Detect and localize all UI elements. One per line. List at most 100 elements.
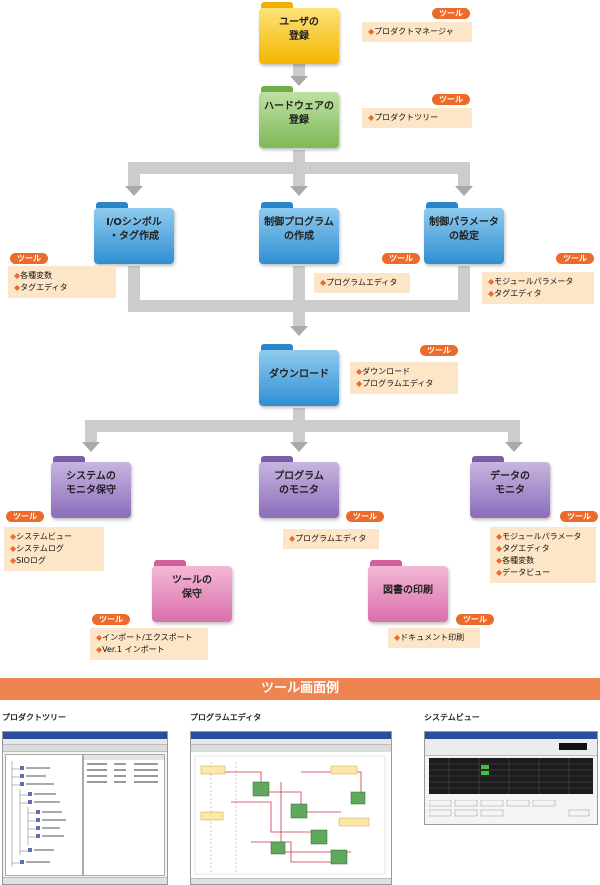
folder-document-print: 図書の印刷 xyxy=(368,560,448,622)
arrow-down-icon xyxy=(82,442,100,452)
tool-note-user-registration: ◆プロダクトマネージャ xyxy=(362,22,472,42)
tool-note-control-program: ◆プログラムエディタ xyxy=(314,273,410,293)
folder-tab xyxy=(261,86,293,96)
connector xyxy=(128,162,140,187)
folder-body xyxy=(51,462,131,518)
folder-label: ツールの 保守 xyxy=(172,575,212,600)
connector xyxy=(85,420,97,442)
folder-download: ダウンロード xyxy=(259,344,339,406)
tool-item: ◆プログラムエディタ xyxy=(320,278,398,287)
screen-title-program-editor: プログラムエディタ xyxy=(190,713,262,722)
folder-body xyxy=(94,208,174,264)
connector xyxy=(293,266,305,326)
tool-item: ◆インポート/エクスポート xyxy=(96,633,193,642)
folder-label: 図書の印刷 xyxy=(383,585,433,596)
tool-note-data-monitor: ◆モジュールパラメータ ◆タグエディタ ◆各種変数 ◆データビュー xyxy=(490,527,596,583)
tool-badge: ツール xyxy=(556,253,594,264)
grid-lines xyxy=(429,758,593,794)
folder-data-monitor: データの モニタ xyxy=(470,456,550,518)
status-bar xyxy=(191,878,391,884)
program-canvas xyxy=(191,752,391,880)
screenshot-program-editor xyxy=(190,731,392,885)
folder-body xyxy=(470,462,550,518)
tool-badge: ツール xyxy=(6,511,44,522)
folder-tab xyxy=(472,456,504,466)
tool-badge: ツール xyxy=(420,345,458,356)
folder-tab xyxy=(261,202,293,212)
tool-item: ◆各種変数 xyxy=(496,556,535,565)
tool-item: ◆システムビュー xyxy=(10,532,72,541)
arrow-down-icon xyxy=(125,186,143,196)
tool-item: ◆SIOログ xyxy=(10,556,46,565)
folder-hardware-registration: ハードウェアの 登録 xyxy=(259,86,339,148)
menu-bar xyxy=(191,739,391,745)
tool-item: ◆システムログ xyxy=(10,544,64,553)
tool-badge: ツール xyxy=(456,614,494,625)
buttons xyxy=(428,799,590,817)
toolbar xyxy=(3,745,167,752)
connector xyxy=(508,420,520,442)
tool-note-program-monitor: ◆プログラムエディタ xyxy=(283,529,379,549)
folder-label: ユーザの 登録 xyxy=(279,17,319,42)
tool-note-document-print: ◆ドキュメント印刷 xyxy=(388,628,480,648)
folder-body xyxy=(368,566,448,622)
tool-note-control-parameter: ◆モジュールパラメータ ◆タグエディタ xyxy=(482,272,594,304)
folder-body xyxy=(259,350,339,406)
tool-item: ◆タグエディタ xyxy=(14,283,68,292)
window-titlebar xyxy=(191,732,391,739)
tool-badge: ツール xyxy=(432,8,470,19)
folder-tab xyxy=(261,344,293,354)
tool-note-download: ◆ダウンロード ◆プログラムエディタ xyxy=(350,362,458,394)
tool-badge: ツール xyxy=(382,253,420,264)
folder-label: ハードウェアの 登録 xyxy=(264,101,334,126)
arrow-down-icon xyxy=(290,326,308,336)
arrow-down-icon xyxy=(505,442,523,452)
folder-tool-maintenance: ツールの 保守 xyxy=(152,560,232,622)
tool-item: ◆モジュールパラメータ xyxy=(496,532,582,541)
tool-item: ◆プロダクトマネージャ xyxy=(368,27,454,36)
tool-item: ◆各種変数 xyxy=(14,271,53,280)
folder-body xyxy=(259,92,339,148)
tool-badge: ツール xyxy=(10,253,48,264)
connector xyxy=(293,420,305,442)
folder-label: データの モニタ xyxy=(490,471,530,496)
folder-label: プログラム のモニタ xyxy=(274,471,324,496)
screenshot-product-tree xyxy=(2,731,168,885)
folder-body xyxy=(259,8,339,64)
folder-control-parameter: 制御パラメータ の設定 xyxy=(424,202,504,264)
section-title: ツール画面例 xyxy=(0,678,600,700)
header-field xyxy=(559,743,587,750)
folder-tab xyxy=(261,456,293,466)
tool-note-io-symbol: ◆各種変数 ◆タグエディタ xyxy=(8,266,116,298)
folder-tab xyxy=(426,202,458,212)
tool-item: ◆タグエディタ xyxy=(496,544,550,553)
tool-note-hardware-registration: ◆プロダクトツリー xyxy=(362,108,472,128)
folder-tab xyxy=(154,560,186,570)
connector xyxy=(458,266,470,310)
window-titlebar xyxy=(425,732,597,739)
arrow-down-icon xyxy=(455,186,473,196)
folder-label: システムの モニタ保守 xyxy=(66,471,116,496)
tool-item: ◆Ver.1 インポート xyxy=(96,645,165,654)
connector xyxy=(293,162,305,187)
arrow-down-icon xyxy=(290,186,308,196)
tool-item: ◆モジュールパラメータ xyxy=(488,277,574,286)
folder-body xyxy=(424,208,504,264)
status-grid xyxy=(429,758,593,794)
header-area xyxy=(425,739,597,756)
arrow-down-icon xyxy=(290,76,308,86)
list-pane xyxy=(83,754,165,876)
tool-item: ◆プログラムエディタ xyxy=(289,534,367,543)
arrow-down-icon xyxy=(290,442,308,452)
status-bar xyxy=(3,877,167,884)
menu-bar xyxy=(3,739,167,745)
screenshot-system-view xyxy=(424,731,598,825)
connector xyxy=(128,300,470,312)
folder-label: 制御プログラム の作成 xyxy=(264,217,334,242)
connector xyxy=(458,162,470,187)
folder-program-monitor: プログラム のモニタ xyxy=(259,456,339,518)
tool-item: ◆プログラムエディタ xyxy=(356,379,434,388)
folder-body xyxy=(259,462,339,518)
folder-system-monitor: システムの モニタ保守 xyxy=(51,456,131,518)
screen-title-product-tree: プロダクトツリー xyxy=(2,713,66,722)
